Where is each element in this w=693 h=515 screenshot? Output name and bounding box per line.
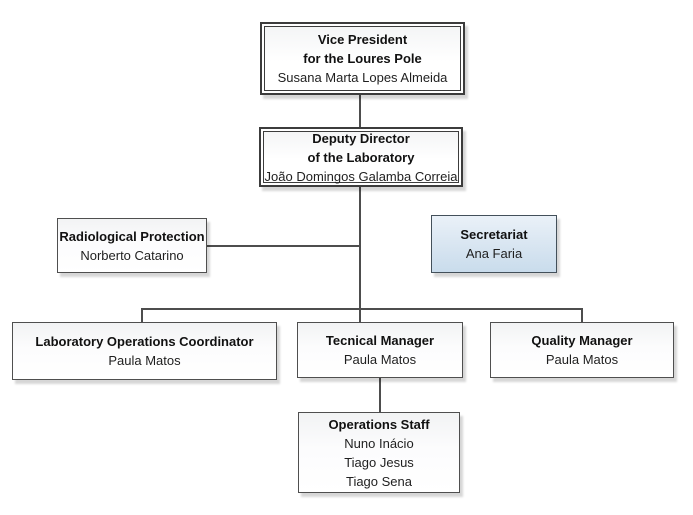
node-names: Ana Faria [465,246,523,261]
org-node-radiological-protection: Radiological Protection Norberto Catarin… [57,218,207,273]
node-names: Paula Matos [343,352,417,367]
connector-stub-left [141,308,143,322]
node-names: Paula Matos [545,352,619,367]
org-node-operations-staff-inner: Operations Staff Nuno Inácio Tiago Jesus… [299,415,459,491]
org-node-deputy-director: Deputy Director of the Laboratory João D… [259,127,463,187]
node-title: Laboratory Operations Coordinator [35,334,254,349]
node-title: Radiological Protection [59,228,205,244]
connector-stub-right [581,308,583,322]
node-names: João Domingos Galamba Correia [264,168,458,184]
org-node-quality-manager: Quality Manager Paula Matos [490,322,674,378]
org-node-vice-president: Vice President for the Loures Pole Susan… [260,22,465,95]
connector-trunk-vertical [359,187,361,323]
org-node-laboratory-operations-coordinator: Laboratory Operations Coordinator Paula … [12,322,277,380]
org-node-vice-president-inner: Vice President for the Loures Pole Susan… [264,26,461,91]
org-node-tecnical-manager-inner: Tecnical Manager Paula Matos [298,331,462,369]
connector-radiological-horizontal [207,245,360,247]
org-node-quality-manager-inner: Quality Manager Paula Matos [491,331,673,369]
node-names: Norberto Catarino [80,247,184,263]
org-node-tecnical-manager: Tecnical Manager Paula Matos [297,322,463,378]
org-node-laboratory-operations-coordinator-inner: Laboratory Operations Coordinator Paula … [13,332,276,370]
org-node-deputy-director-inner: Deputy Director of the Laboratory João D… [263,130,459,184]
node-title: Quality Manager [531,333,633,348]
org-node-operations-staff: Operations Staff Nuno Inácio Tiago Jesus… [298,412,460,493]
node-title: Secretariat [460,227,528,242]
connector-vp-to-deputy [359,95,361,127]
connector-tecnical-to-ops-staff [379,378,381,412]
node-names: Nuno Inácio Tiago Jesus Tiago Sena [344,435,414,489]
node-names: Susana Marta Lopes Almeida [277,70,448,85]
org-node-radiological-protection-inner: Radiological Protection Norberto Catarin… [58,227,206,265]
node-title: Deputy Director of the Laboratory [307,130,415,165]
node-names: Paula Matos [108,353,181,368]
node-title: Tecnical Manager [325,333,435,348]
org-node-secretariat: Secretariat Ana Faria [431,215,557,273]
node-title: Operations Staff [328,416,430,432]
node-title: Vice President for the Loures Pole [303,32,422,66]
connector-distribution-horizontal [141,308,583,310]
org-node-secretariat-inner: Secretariat Ana Faria [432,225,556,263]
